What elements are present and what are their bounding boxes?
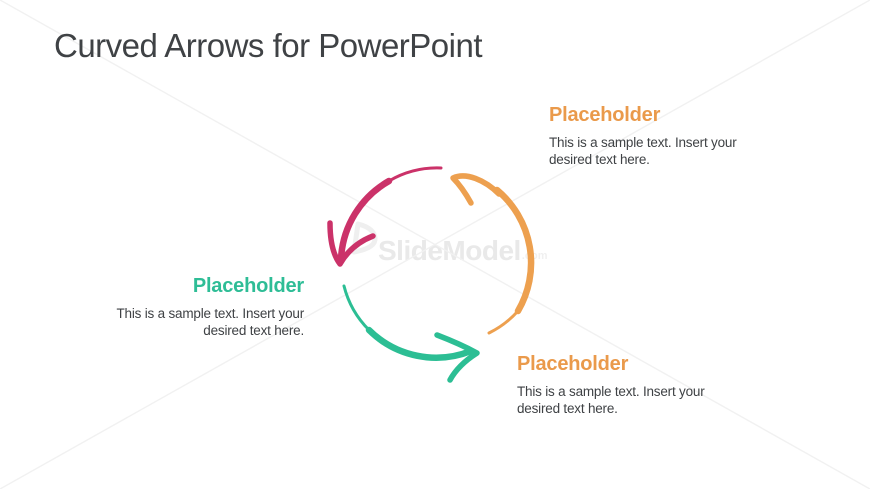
placeholder-heading: Placeholder (549, 104, 661, 126)
watermark: SlideModel .com (348, 218, 547, 265)
placeholder-body-line2: desired text here. (203, 323, 304, 338)
slide-title: Curved Arrows for PowerPoint (54, 27, 483, 64)
placeholder-body: This is a sample text. Insert your desir… (549, 134, 789, 168)
placeholder-block-top-right: Placeholder This is a sample text. Inser… (549, 103, 789, 168)
placeholder-heading: Placeholder (192, 275, 304, 297)
placeholder-body-line1: This is a sample text. Insert your (517, 384, 705, 399)
green-arrow-tail (342, 284, 371, 332)
orange-arrow-arc (493, 186, 535, 315)
orange-arrow-tail (487, 309, 520, 335)
watermark-tld: .com (521, 250, 548, 262)
placeholder-body: This is a sample text. Insert your desir… (64, 305, 304, 339)
orange-arrowhead-icon (450, 173, 502, 206)
pink-curved-arrow (327, 166, 443, 267)
pink-arrowhead-icon (327, 220, 376, 267)
green-arrow-arc (365, 326, 475, 361)
pink-arrow-arc (337, 177, 393, 263)
pink-arrow-tail (387, 166, 443, 183)
green-arrowhead-icon (434, 332, 480, 383)
placeholder-body-line1: This is a sample text. Insert your (116, 306, 304, 321)
placeholder-body: This is a sample text. Insert your desir… (517, 383, 757, 417)
placeholder-block-left: Placeholder This is a sample text. Inser… (64, 274, 304, 339)
placeholder-body-line1: This is a sample text. Insert your (549, 135, 737, 150)
slidemodel-logo-icon (348, 218, 382, 263)
placeholder-body-line2: desired text here. (549, 152, 650, 167)
placeholder-heading: Placeholder (517, 353, 629, 375)
orange-curved-arrow (450, 173, 535, 335)
placeholder-block-bottom-right: Placeholder This is a sample text. Inser… (517, 352, 757, 417)
green-curved-arrow (342, 284, 480, 383)
placeholder-body-line2: desired text here. (517, 401, 618, 416)
watermark-text: SlideModel (378, 235, 521, 266)
